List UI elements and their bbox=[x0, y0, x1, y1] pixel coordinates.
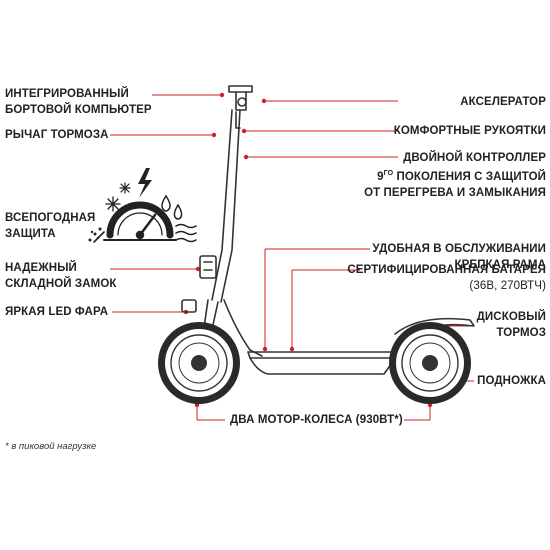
label-weather-line2: ЗАЩИТА bbox=[5, 228, 56, 240]
label-disc-brake: ДИСКОВЫЙ ТОРМОЗ bbox=[477, 309, 546, 341]
label-led-light: ЯРКАЯ LED ФАРА bbox=[5, 306, 109, 318]
water-drop-icon bbox=[173, 203, 183, 220]
label-weather-line1: ВСЕПОГОДНАЯ bbox=[5, 212, 96, 224]
label-controller: ДВОЙНОЙ КОНТРОЛЛЕР 9ГО ПОКОЛЕНИЯ С ЗАЩИТ… bbox=[364, 150, 546, 201]
stem-front bbox=[211, 109, 233, 301]
lightning-icon bbox=[138, 168, 152, 198]
label-battery: СЕРТИФИЦИРОВАННАЯ БАТАРЕЯ (36В, 270ВТЧ) bbox=[347, 262, 546, 294]
front-light bbox=[181, 299, 197, 313]
label-brake-lever: РЫЧАГ ТОРМОЗА bbox=[5, 129, 109, 141]
label-folding-lock: НАДЕЖНЫЙ СКЛАДНОЙ ЗАМОК bbox=[5, 260, 116, 292]
label-controller-line1: ДВОЙНОЙ КОНТРОЛЛЕР bbox=[403, 152, 546, 164]
gauge-icon bbox=[103, 201, 177, 241]
label-frame-line2: КРЕПКАЯ РАМА bbox=[454, 259, 546, 271]
snowflake-icon bbox=[105, 196, 121, 212]
label-frame-line1: УДОБНАЯ В ОБСЛУЖИВАНИИ bbox=[372, 243, 546, 255]
deck bbox=[247, 351, 399, 359]
fold-lock-body bbox=[199, 255, 217, 279]
scooter-drawing bbox=[181, 85, 475, 383]
neck-curve bbox=[223, 299, 263, 357]
rear-wheel bbox=[389, 322, 471, 404]
stem-back bbox=[220, 109, 241, 303]
label-accelerator: АКСЕЛЕРАТОР bbox=[460, 96, 546, 108]
label-controller-line3: ОТ ПЕРЕГРЕВА И ЗАМЫКАНИЯ bbox=[364, 187, 546, 199]
weather-protection-graphic bbox=[88, 168, 197, 243]
deck-bottom bbox=[249, 357, 395, 375]
label-lock-line1: НАДЕЖНЫЙ bbox=[5, 262, 77, 274]
front-wheel bbox=[158, 322, 240, 404]
wind-icon bbox=[175, 223, 197, 243]
handlebar-display bbox=[228, 85, 253, 93]
label-kickstand: ПОДНОЖКА bbox=[477, 375, 546, 387]
label-disc-line1: ДИСКОВЫЙ bbox=[476, 311, 546, 323]
label-grips: КОМФОРТНЫЕ РУКОЯТКИ bbox=[393, 125, 546, 137]
label-onboard-computer: ИНТЕГРИРОВАННЫЙ БОРТОВОЙ КОМПЬЮТЕР bbox=[5, 86, 152, 118]
accelerator-thumb bbox=[237, 97, 247, 107]
label-battery-line2: (36В, 270ВТЧ) bbox=[469, 280, 546, 292]
brake-lever bbox=[235, 111, 241, 129]
label-disc-line2: ТОРМОЗ bbox=[496, 327, 546, 339]
label-lock-line2: СКЛАДНОЙ ЗАМОК bbox=[5, 278, 117, 290]
label-frame: УДОБНАЯ В ОБСЛУЖИВАНИИ КРЕПКАЯ РАМА bbox=[372, 241, 546, 273]
footnote: * в пиковой нагрузке bbox=[5, 441, 97, 452]
label-weather-protection: ВСЕПОГОДНАЯ ЗАЩИТА bbox=[5, 210, 95, 242]
label-onboard-computer-line2: БОРТОВОЙ КОМПЬЮТЕР bbox=[5, 104, 152, 116]
fold-lock-lines bbox=[203, 261, 213, 271]
label-motor-wheels: ДВА МОТОР-КОЛЕСА (930ВТ*) bbox=[230, 414, 403, 426]
water-drop-icon bbox=[161, 194, 171, 212]
snowflake-icon bbox=[119, 182, 131, 194]
label-controller-line2: 9ГО ПОКОЛЕНИЯ С ЗАЩИТОЙ bbox=[377, 170, 546, 183]
label-battery-line1: СЕРТИФИЦИРОВАННАЯ БАТАРЕЯ bbox=[347, 264, 546, 276]
label-onboard-computer-line1: ИНТЕГРИРОВАННЫЙ bbox=[5, 88, 129, 100]
